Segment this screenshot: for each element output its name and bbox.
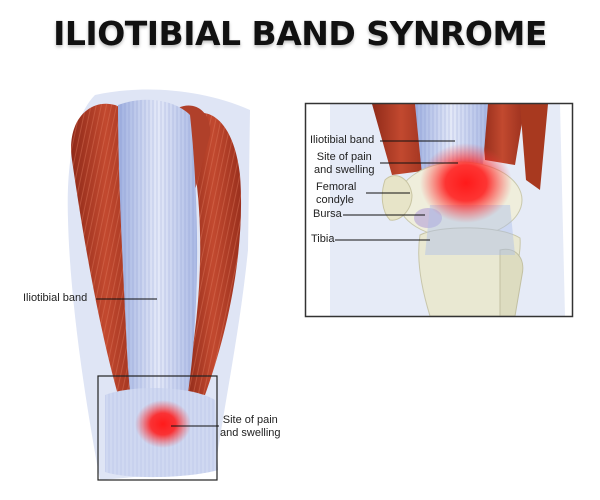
inset-label-site-of-pain-line1: Site of pain — [316, 151, 372, 163]
inset-label-femoral-condyle-line1: Femoral — [316, 181, 357, 193]
thigh-illustration — [67, 89, 251, 481]
inset-label-femoral-condyle: Femoral condyle — [316, 181, 356, 207]
inset-label-iliotibial-band: Iliotibial band — [310, 134, 375, 146]
diagram-title: ILIOTIBIAL BAND SYNROME — [53, 14, 547, 53]
label-site-of-pain-line2: and swelling — [220, 427, 281, 439]
inset-label-site-of-pain-line2: and swelling — [314, 164, 375, 176]
inset-label-tibia: Tibia — [311, 233, 335, 245]
knee-inset-frame — [304, 102, 574, 318]
knee-inset-illustration — [306, 104, 572, 316]
label-iliotibial-band: Iliotibial band — [23, 292, 88, 304]
inset-label-bursa: Bursa — [313, 208, 342, 220]
label-site-of-pain: Site of pain and swelling — [220, 414, 281, 440]
inset-label-femoral-condyle-line2: condyle — [316, 194, 354, 206]
label-site-of-pain-line1: Site of pain — [222, 414, 278, 426]
inset-label-site-of-pain: Site of pain and swelling — [314, 151, 375, 177]
inset-leader-lines — [335, 140, 458, 241]
